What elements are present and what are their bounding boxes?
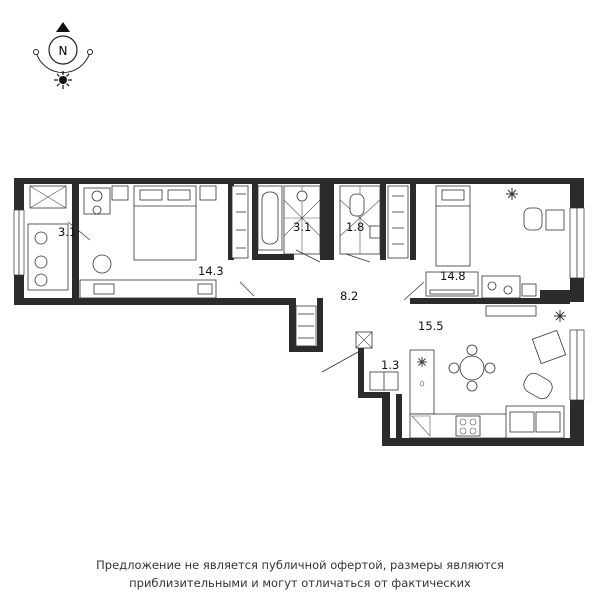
wc-furniture [339, 185, 381, 263]
room-area-bathroom: 3.1 [293, 220, 311, 234]
walls [14, 178, 584, 446]
room-area-hall: 8.2 [340, 289, 358, 303]
room-area-bedroom: 14.3 [198, 264, 224, 278]
plant-icon [506, 188, 518, 200]
windows [13, 207, 585, 401]
room-area-bedroom-2: 14.8 [440, 269, 466, 283]
room-area-kitchen-living: 15.5 [418, 319, 444, 333]
snowflake-icon [417, 357, 427, 367]
room-area-balcony: 3.1 [58, 225, 76, 239]
compass-circle [48, 35, 78, 65]
bathroom-furniture [257, 185, 321, 263]
compass-dot-right-icon [87, 49, 93, 55]
compass-label: N [59, 44, 68, 58]
kitchen-living-furniture [409, 305, 567, 439]
disclaimer-line-2: приблизительными и могут отличаться от ф… [129, 576, 471, 590]
room-area-storage: 1.3 [381, 358, 399, 372]
balcony-furniture [27, 185, 91, 291]
bedroom-furniture [79, 185, 255, 299]
disclaimer-line-1: Предложение не является публичной оферто… [96, 558, 504, 572]
compass-dot-left-icon [33, 49, 39, 55]
room-area-wc: 1.8 [346, 220, 364, 234]
bedroom-2-furniture [403, 185, 565, 301]
compass: N [33, 22, 93, 89]
plant-icon [554, 310, 566, 322]
room-labels: 3.1 14.3 3.1 1.8 8.2 14.8 15.5 1.3 [58, 220, 466, 372]
sun-icon [54, 71, 72, 89]
compass-arrow-icon [56, 22, 70, 32]
storage-furniture [321, 331, 399, 391]
disclaimer: Предложение не является публичной оферто… [0, 556, 600, 592]
hall-shelf [295, 305, 317, 347]
hall-wardrobe [387, 185, 409, 259]
